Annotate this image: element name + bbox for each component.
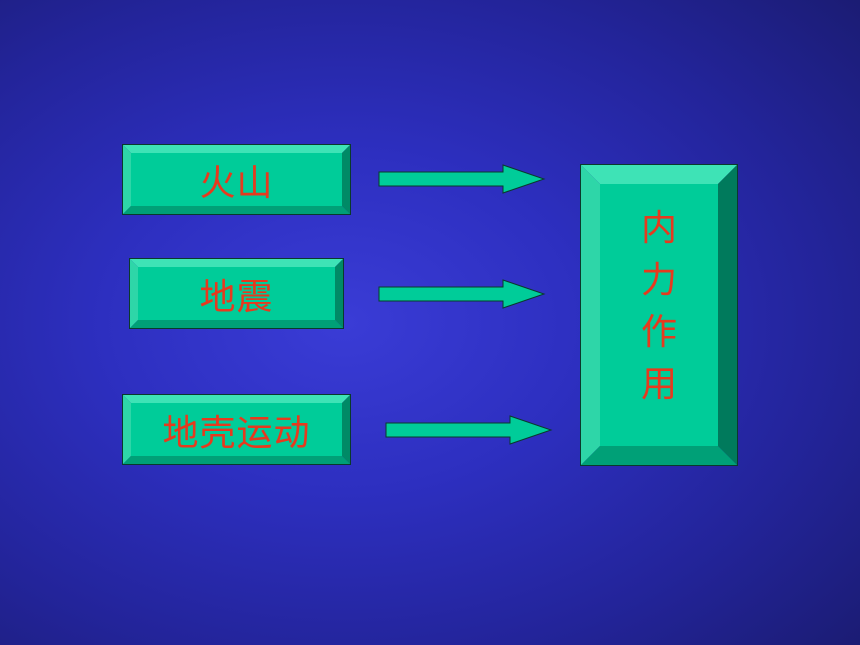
- cause-box-earthquake: 地震: [129, 258, 344, 329]
- arrow-crustal-movement-to-result: [385, 415, 553, 445]
- arrow-earthquake-to-result: [378, 279, 546, 309]
- cause-box-crustal-movement: 地壳运动: [122, 394, 351, 465]
- cause-label-volcano: 火山: [199, 162, 274, 204]
- result-box-internal-force: 内 力 作 用: [580, 164, 738, 466]
- cause-label-earthquake: 地震: [199, 276, 274, 318]
- cause-label-crustal-movement: 地壳运动: [162, 412, 311, 454]
- result-char-1: 内: [640, 208, 677, 249]
- result-char-4: 用: [640, 364, 677, 405]
- result-char-3: 作: [640, 312, 677, 353]
- result-char-2: 力: [640, 260, 677, 301]
- cause-box-volcano: 火山: [122, 144, 351, 215]
- result-label: 内 力 作 用: [600, 184, 718, 430]
- arrow-volcano-to-result: [378, 164, 546, 194]
